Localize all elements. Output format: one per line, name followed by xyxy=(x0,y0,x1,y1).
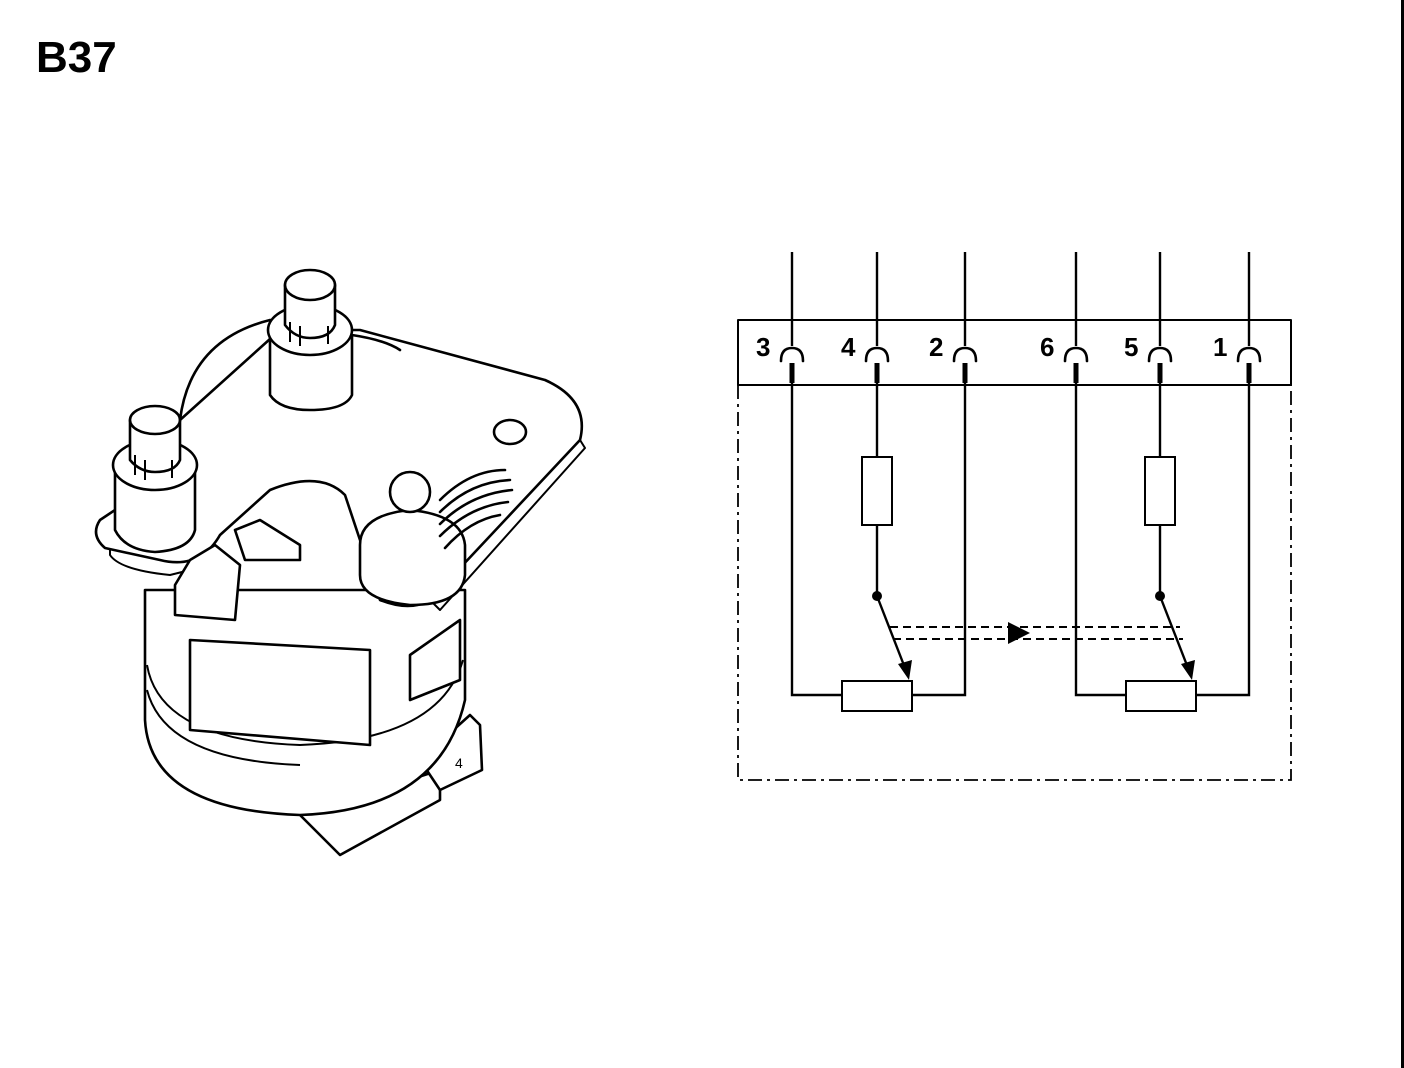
pin-label-6: 6 xyxy=(1040,332,1054,362)
connector-housing xyxy=(737,319,1292,386)
resistor-left xyxy=(861,456,893,526)
body-outline-arc-right xyxy=(350,333,402,352)
wiper-arrow-left xyxy=(898,660,912,680)
mounting-hole xyxy=(492,418,528,446)
potentiometer-track-right xyxy=(1125,680,1197,712)
pin-2: 2 xyxy=(929,252,978,383)
pin-label-2: 2 xyxy=(929,332,943,362)
page-title: B37 xyxy=(36,33,117,82)
linkage-arrow xyxy=(1008,622,1030,644)
mechanical-linkage xyxy=(890,622,1183,644)
component-boundary xyxy=(737,384,1292,781)
spring-shaft xyxy=(358,468,514,607)
pin-label-4: 4 xyxy=(841,332,856,362)
potentiometer-track-left xyxy=(841,680,913,712)
potentiometer-circuit-left xyxy=(790,383,967,712)
pin-3: 3 xyxy=(756,252,805,383)
pin-4: 4 xyxy=(841,252,890,383)
pin-label-3: 3 xyxy=(756,332,770,362)
terminal-post-left xyxy=(111,404,199,554)
wiper-arrow-right xyxy=(1181,660,1195,680)
body-outline-arc xyxy=(178,318,272,422)
page-border xyxy=(1401,0,1404,1068)
potentiometer-circuit-right xyxy=(1074,383,1251,712)
resistor-right xyxy=(1144,456,1176,526)
side-marking: 4 xyxy=(455,755,463,771)
pin-6: 6 xyxy=(1040,252,1089,383)
pin-label-5: 5 xyxy=(1124,332,1138,362)
sensor-body xyxy=(143,588,467,817)
pin-1: 1 xyxy=(1213,252,1262,383)
pin-label-1: 1 xyxy=(1213,332,1227,362)
terminal-post-top xyxy=(266,268,354,412)
pin-5: 5 xyxy=(1124,252,1173,383)
